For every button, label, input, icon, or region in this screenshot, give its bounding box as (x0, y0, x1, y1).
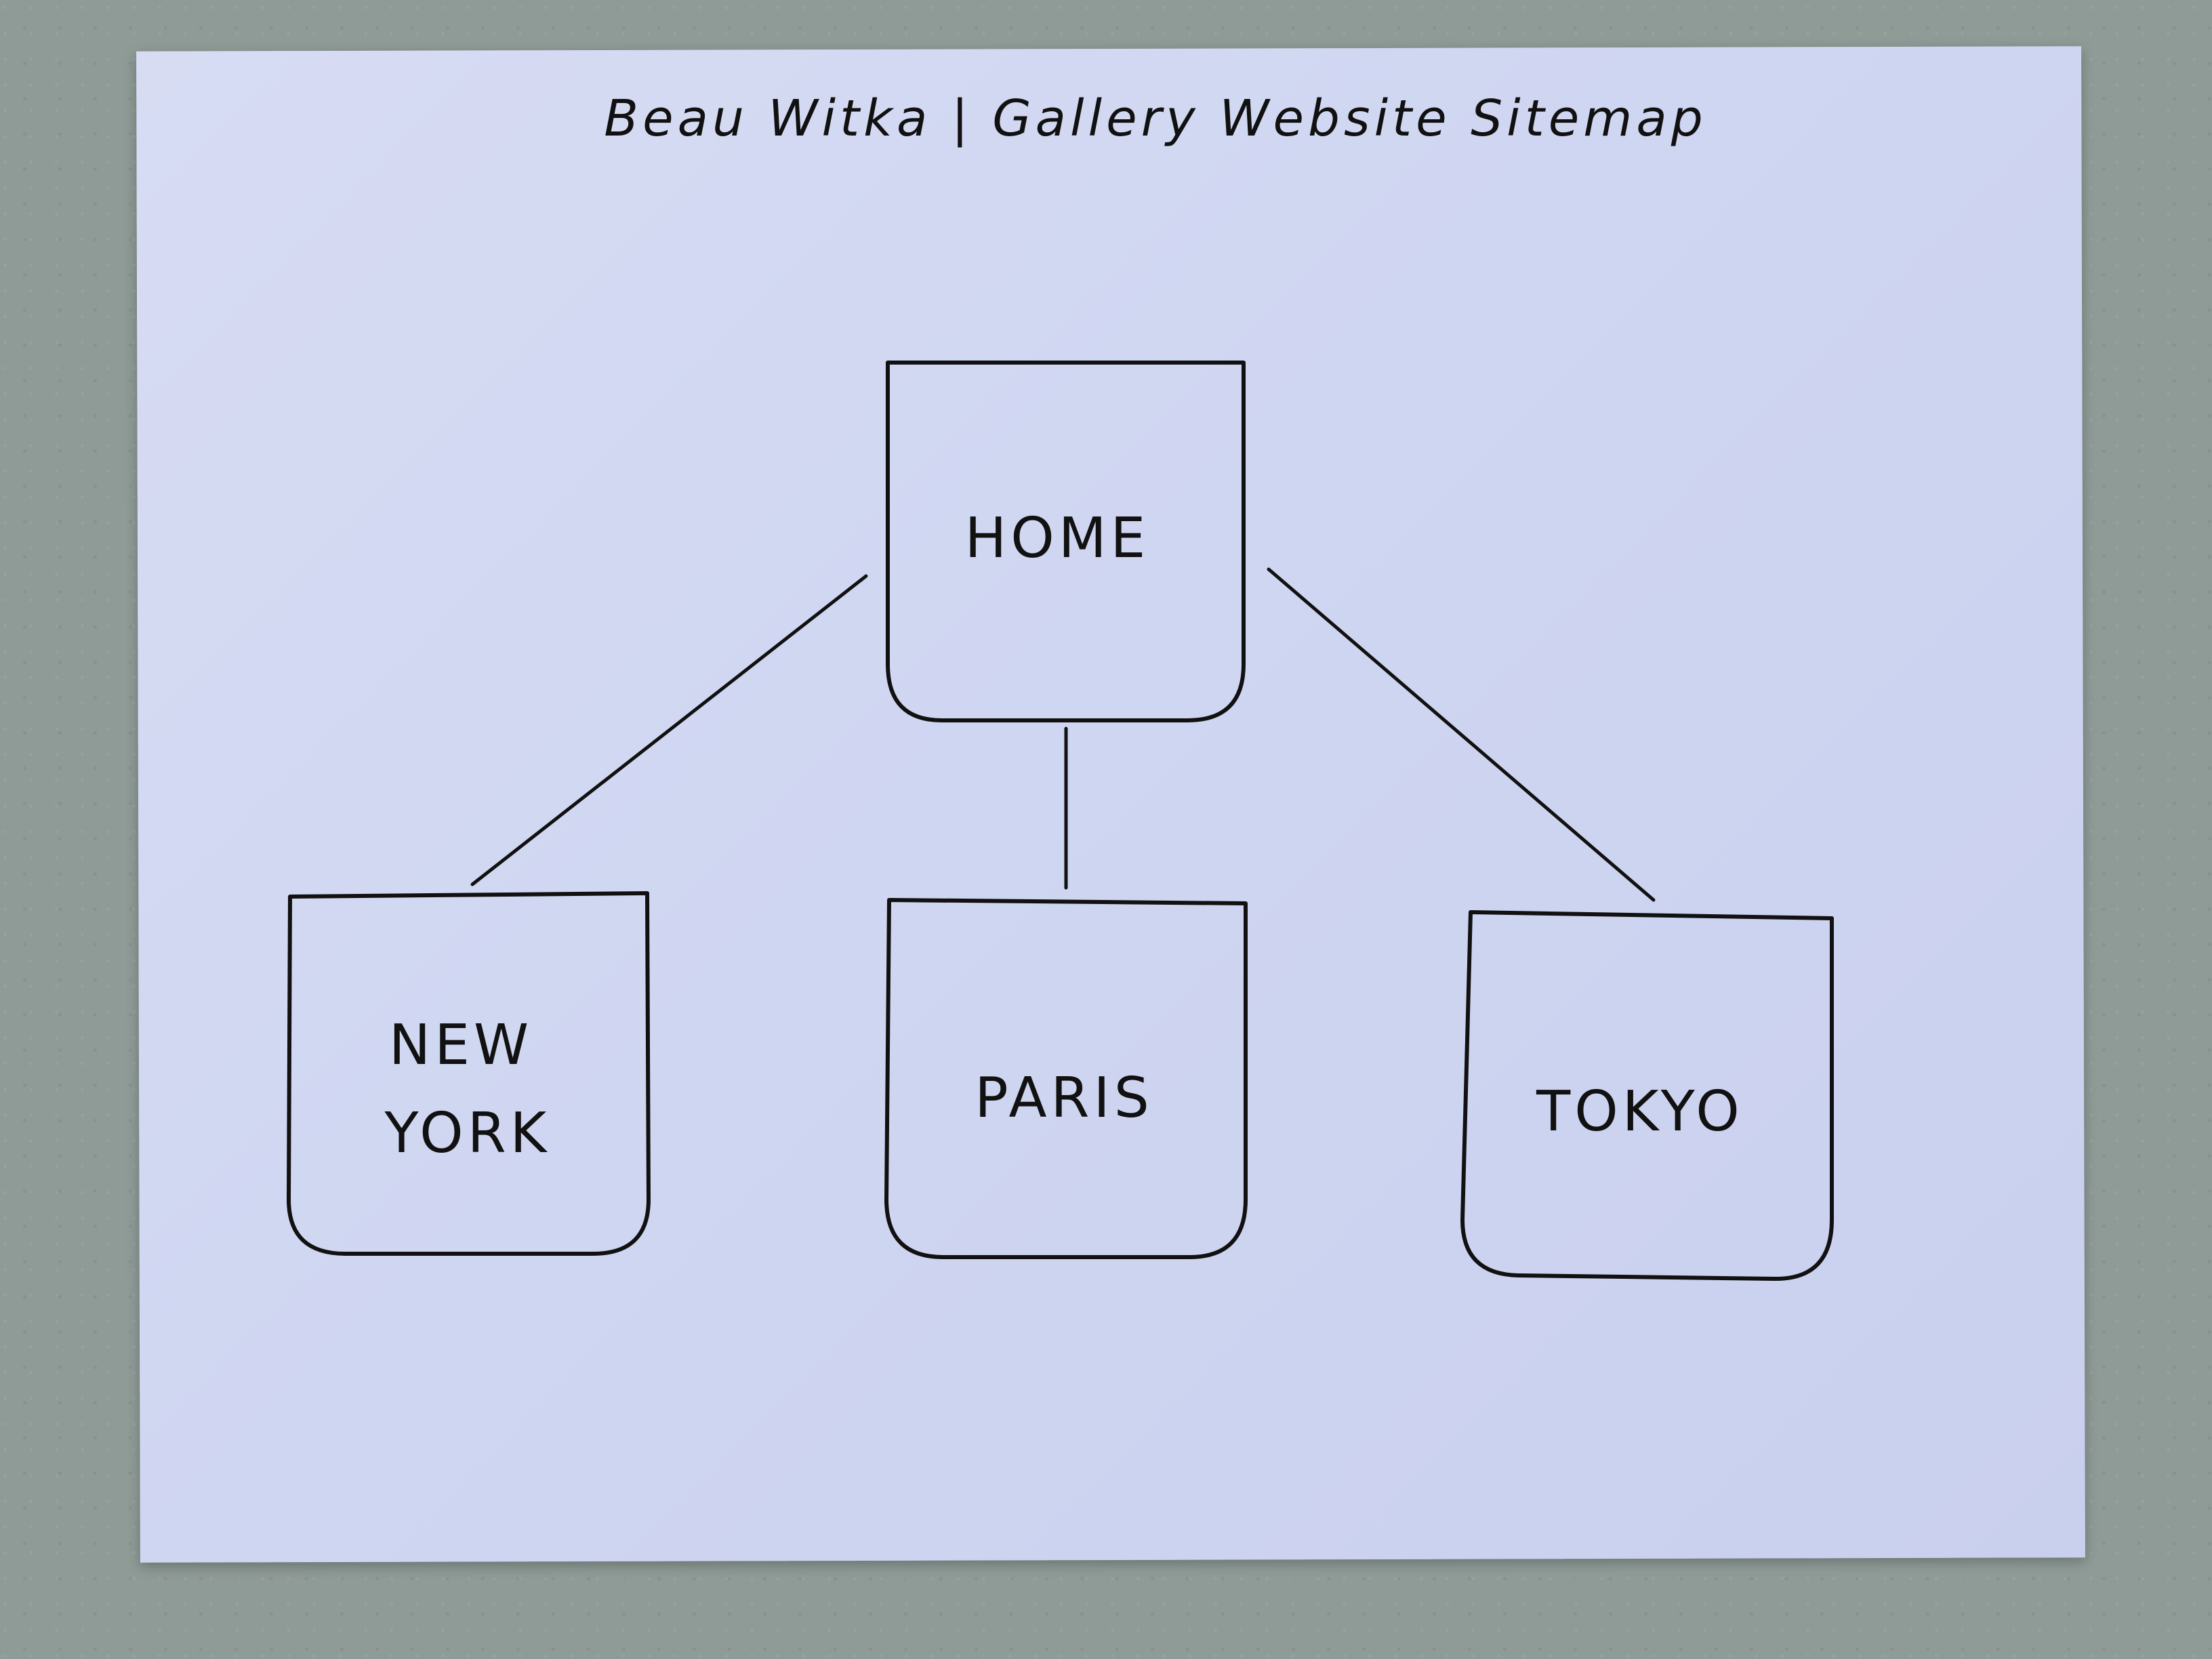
tokyo-node-label: TOKYO (1536, 1080, 1744, 1144)
newyork-node-label-line2: YORK (384, 1101, 551, 1166)
home-node-box (886, 361, 1246, 722)
sitemap-title: Beau Witka | Gallery Website Sitemap (604, 89, 1706, 148)
connector-home-newyork (470, 574, 868, 886)
newyork-node-label-line1: NEW (389, 1013, 533, 1078)
tokyo-node-box (1460, 910, 1834, 1281)
connector-home-tokyo (1267, 567, 1656, 902)
newyork-node-box (287, 891, 651, 1256)
home-node-label: HOME (965, 506, 1150, 571)
paris-node-label: PARIS (975, 1066, 1153, 1130)
paris-node-box (884, 898, 1248, 1259)
